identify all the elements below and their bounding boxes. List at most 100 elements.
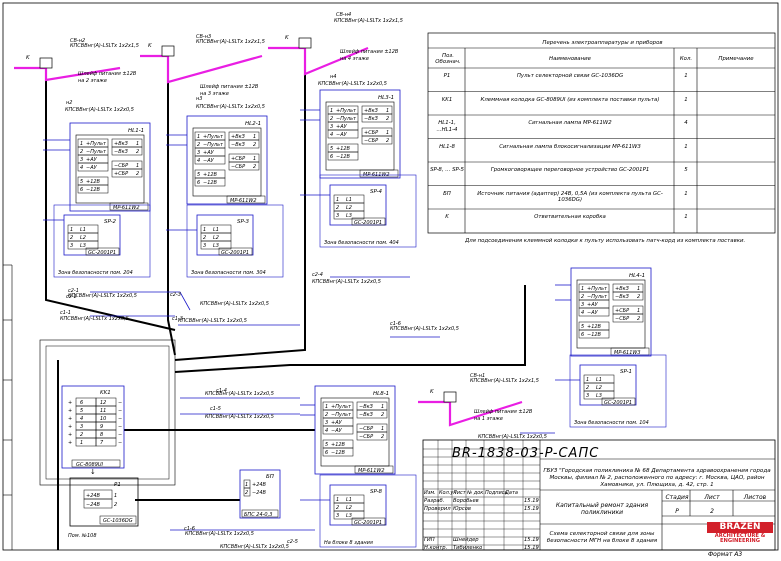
hl-terminal-label: −СБР (359, 434, 373, 440)
kk1-num: 7 (100, 440, 104, 446)
hl-designation: HL3-1 (378, 95, 394, 101)
drawing-code: BR-1838-03-P-САПС (452, 446, 600, 461)
hl-terminal-label: +АУ (587, 302, 599, 308)
kk1-sign: + (68, 424, 72, 430)
tb-col-header: Дата (505, 490, 518, 496)
hl-terminal-left (327, 151, 359, 161)
legend-cell-name: Источник питания (адаптер) 24В, 0,5А (из… (477, 190, 663, 204)
zone-label: Зона безопасности пом. 404 (324, 240, 399, 246)
legend-cell-qty: 1 (684, 190, 688, 197)
hl-terminal-num: 3 (581, 302, 584, 308)
hl-terminal-num: 2 (381, 412, 384, 418)
room-108-inner (45, 345, 170, 480)
p1-designation: P1 (114, 482, 121, 488)
hl-terminal-label: −12В (203, 180, 218, 186)
wire-label: с1-3 (172, 316, 183, 322)
cable-label: КПСВВнг(А)-LSLTx 1x2x1,5 (470, 378, 539, 384)
tb-name: Юрсов (453, 506, 471, 512)
hl-terminal-num: 6 (80, 187, 83, 193)
hl-terminal-label: −Пульт (336, 116, 357, 122)
legend-header-name: Наименование (549, 56, 591, 62)
hl-terminal-label: +ВкЗ (114, 141, 129, 147)
legend-border (427, 32, 776, 234)
hl-terminal-label: −ВкЗ (615, 294, 630, 300)
hl-terminal-right (612, 291, 644, 301)
junction-box-label: K (26, 55, 30, 61)
legend-cell-qty: 5 (684, 167, 688, 173)
feed-note: Шлейф питания ±12В (340, 49, 399, 55)
hl-terminal-num: 6 (330, 154, 333, 160)
sp-terminal (333, 510, 365, 520)
hl-designation: HL4-1 (629, 273, 645, 279)
cable-label: КПСВВнг(А)-LSLTx 1x2x0,5 (65, 107, 134, 113)
sp-terminal-num: 2 (336, 205, 339, 211)
hl-terminal-label: −Пульт (86, 149, 107, 155)
hl-terminal-num: 1 (381, 404, 384, 410)
legend-cell-name: Сигнальная лампа MP-611W2 (528, 120, 612, 126)
sp-terminal-label: L1 (346, 497, 352, 503)
hl-lamp-outline (319, 89, 401, 179)
legend-header-pos: Поз. Обознач. (435, 53, 461, 65)
sp-model-box (601, 397, 636, 406)
sp-terminal-num: 2 (70, 235, 73, 241)
kk1-cell (75, 421, 97, 431)
p1-terminal-label: −24В (86, 502, 101, 508)
sp-designation: SP-4 (370, 189, 382, 195)
hl-terminal-label: −СБР (615, 316, 629, 322)
hl-terminal-label: −ВкЗ (359, 404, 374, 410)
hl-terminal-num: 4 (197, 158, 200, 164)
p1-terminal (83, 498, 113, 509)
wire-label: с1-4 (216, 388, 227, 394)
hl-terminal-right (361, 113, 393, 123)
tb-col-header: Изм. (424, 490, 436, 496)
logo-line2: ARCHITECTURE & ENGINEERING (714, 533, 766, 544)
hl-lamp-2: HL3-11+Пульт2−Пульт3+АУ4−АУ5+12В6−12В+Вк… (319, 89, 401, 179)
signal-wires (43, 109, 580, 531)
feed-line (14, 66, 121, 82)
hl-terminal-left (578, 307, 610, 317)
feed-note: Шлейф питания ±12В (78, 71, 137, 77)
kk1-sign: + (68, 432, 72, 438)
hl-lamp-outline (314, 385, 396, 475)
hl-terminal-num: 2 (637, 294, 640, 300)
cable-label: КПСВВнг(А)-LSLTx 1x2x0,5 (205, 414, 274, 420)
hl-terminal-right (111, 168, 143, 178)
hl-terminal-label: −АУ (86, 165, 98, 171)
hl-terminal-num: 5 (80, 179, 83, 185)
device-boxes: HL1-11+Пульт2−Пульт3+АУ4−АУ5+12В6−12В+Вк… (39, 32, 776, 551)
sp-designation: SP-2 (104, 219, 116, 225)
kk1-num: 9 (100, 424, 103, 430)
hl-terminal-label: +СБР (364, 130, 378, 136)
hl-terminal-label: −Пульт (587, 294, 608, 300)
hl-terminal-num: 1 (197, 134, 200, 140)
wire-label: с1-5 (210, 406, 221, 412)
feed-note: на 1 этаже (474, 416, 503, 422)
sheet-title: Схема селекторной связи для зоны безопас… (546, 531, 658, 544)
hl-terminal-label: −ВкЗ (231, 142, 246, 148)
p1-terminal-num: 1 (114, 493, 117, 499)
legend-note: Для подсоединения клеммной колодки к пул… (465, 238, 746, 244)
zone-boundary (186, 204, 284, 278)
hl-terminal-num: 1 (136, 163, 139, 169)
kk1-num: 8 (100, 432, 103, 438)
hl-model: MP-611W2 (358, 468, 385, 474)
hl-terminal-label: +Пульт (331, 404, 352, 410)
sp-terminal-label: L1 (80, 227, 86, 233)
feed-note: на 2 этаже (78, 78, 107, 84)
sheet-value: 2 (710, 508, 714, 515)
hl-terminal-num: 2 (80, 149, 83, 155)
legend-cell-qty: 1 (684, 214, 688, 220)
hl-terminal-num: 1 (386, 130, 389, 136)
sp-terminal-label: L3 (213, 243, 219, 249)
trunk-cable (174, 74, 306, 361)
kk1-num: 11 (100, 408, 106, 414)
hl-terminal-label: −АУ (336, 132, 348, 138)
zone-boundary (319, 474, 417, 548)
kk1-num: 10 (100, 416, 106, 422)
sp-terminal-num: 2 (586, 385, 589, 391)
hl-terminal-num: 6 (581, 332, 584, 338)
kk1-cell (95, 421, 117, 431)
sp-model-box (218, 247, 253, 256)
